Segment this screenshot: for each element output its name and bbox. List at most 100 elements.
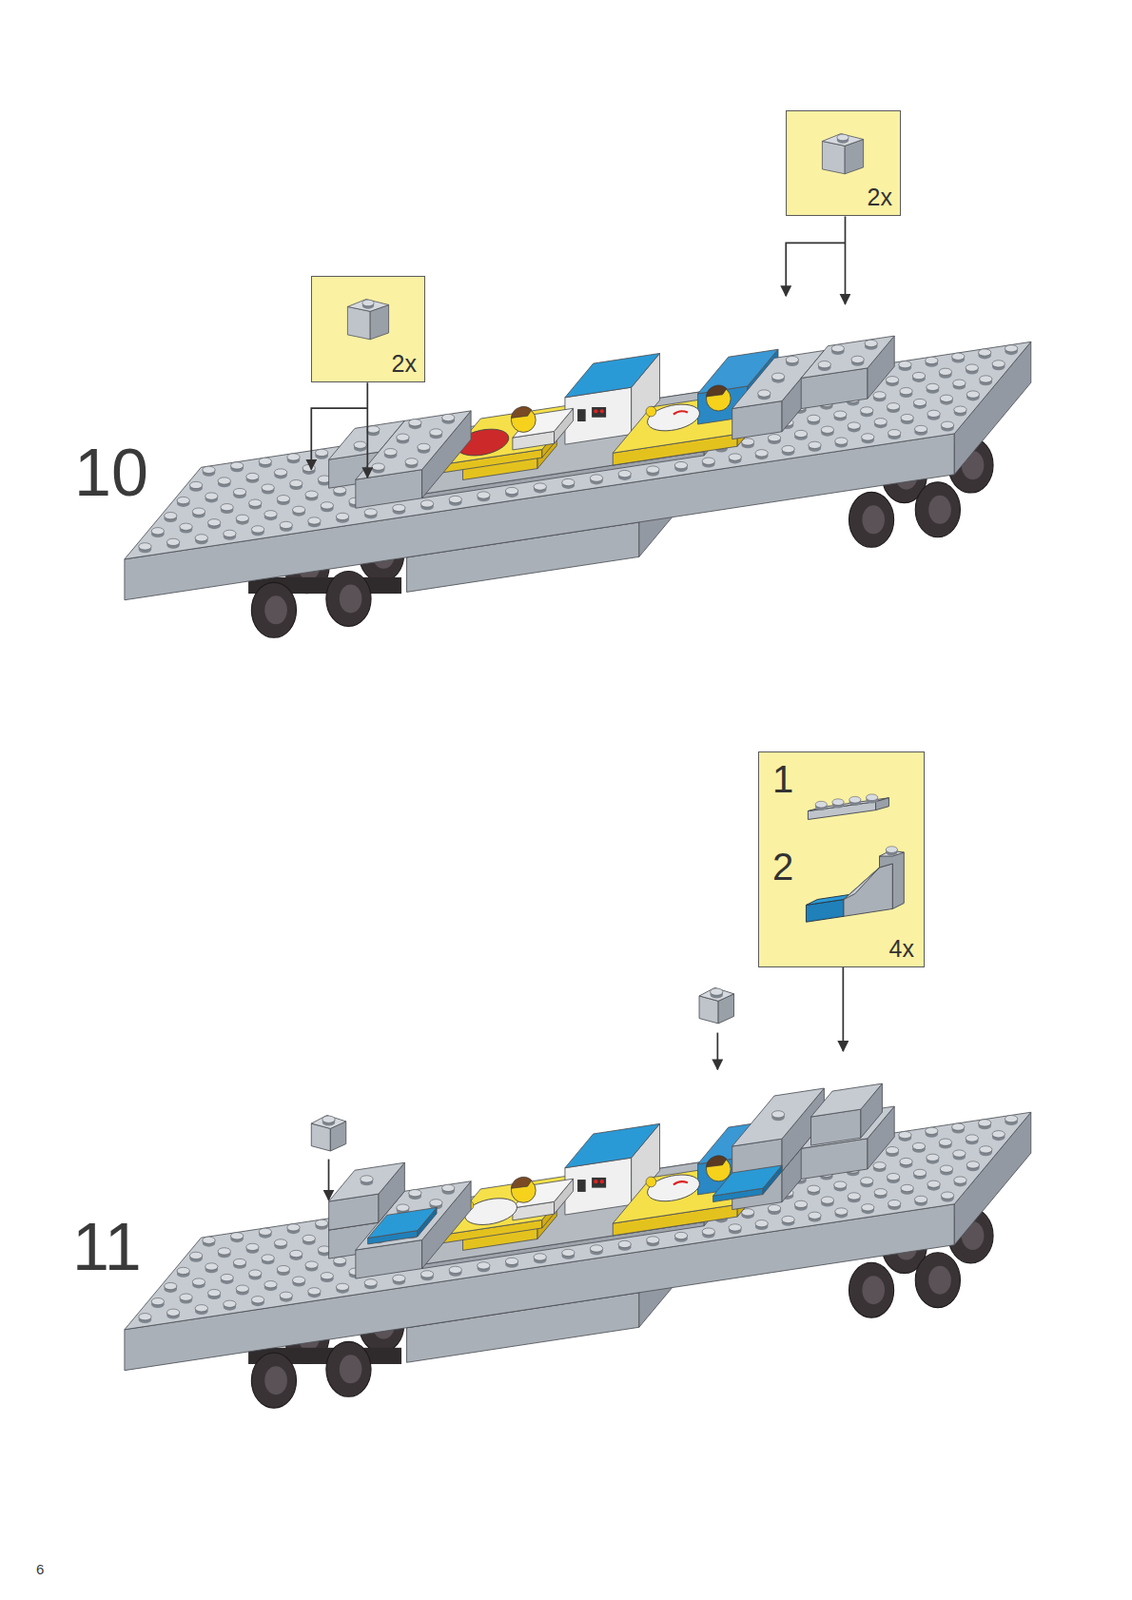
stud-top (258, 1228, 272, 1235)
stud-top (849, 796, 861, 803)
stud-top (860, 1177, 874, 1185)
stud-top (235, 514, 249, 522)
callout-box: 2x (785, 110, 901, 216)
stud-top (292, 506, 306, 513)
stud-top (202, 466, 215, 473)
console-top (565, 352, 661, 397)
stud-top (364, 1279, 377, 1287)
stud-top (965, 1134, 978, 1142)
slope-top (329, 1162, 406, 1202)
stud-top (360, 1175, 373, 1183)
stud-top (767, 1204, 781, 1211)
stud-top (835, 437, 848, 445)
stud-top (302, 464, 315, 471)
stud-top (273, 468, 287, 476)
stud-top (392, 504, 406, 511)
stud-top (927, 1180, 940, 1188)
wheel-hub (339, 1354, 363, 1384)
stud-top (954, 1176, 967, 1184)
stud-top (589, 1245, 603, 1252)
stud-top (276, 495, 290, 503)
stud-top (367, 426, 380, 433)
stud-top (874, 1189, 887, 1196)
stud-top (290, 479, 303, 487)
wheel-hub (264, 1366, 288, 1395)
console-light (600, 1179, 605, 1184)
stud-top (151, 527, 164, 535)
stud-top (333, 487, 347, 494)
stud-top (320, 1272, 333, 1280)
stud-top (873, 1162, 886, 1170)
wheel (848, 491, 894, 547)
stud-top (898, 361, 912, 369)
callout-arrow (785, 242, 845, 296)
stud-top (728, 453, 742, 461)
stud-top (273, 1239, 287, 1247)
stud-top (205, 492, 218, 500)
stud-top (409, 1190, 422, 1197)
quantity-label: 2x (867, 185, 893, 210)
stud-top (220, 504, 234, 511)
stud-top (405, 458, 418, 466)
stud-top (249, 499, 262, 507)
stud-top (448, 1266, 462, 1273)
stud-top (885, 376, 898, 384)
stud-top (646, 466, 660, 473)
stud-top (371, 463, 385, 470)
stud-top (953, 379, 966, 387)
stud-top (396, 433, 410, 441)
callout-arrow (366, 382, 369, 478)
stud-top (409, 419, 422, 427)
stud-top (938, 368, 952, 375)
stud-top (420, 500, 433, 508)
stud-top (785, 355, 799, 363)
stud-top (914, 1195, 927, 1203)
stud-top (362, 299, 374, 307)
minifig-hair (705, 385, 726, 397)
stud-top (952, 1123, 965, 1131)
stud-top (978, 349, 992, 356)
stud-top (217, 477, 231, 485)
stud-top (966, 390, 979, 398)
console-light (593, 1179, 598, 1184)
stud-top (189, 1251, 202, 1259)
slope-face (843, 863, 893, 917)
stud-top (807, 414, 820, 422)
stud-top (335, 512, 349, 520)
stud-top (728, 1224, 742, 1231)
stud-top (886, 403, 899, 410)
stud-top (477, 491, 490, 499)
stud-top (864, 339, 878, 347)
stud-top (305, 1261, 318, 1269)
stud-top (1004, 1115, 1017, 1123)
stud-top (533, 1253, 547, 1261)
callout-arrows (311, 215, 845, 1200)
stud-top (448, 495, 462, 503)
stud-top (335, 1283, 349, 1290)
stud-top (965, 364, 978, 371)
stud-top (392, 1274, 406, 1282)
stud-top (873, 391, 886, 399)
stud-top (914, 425, 927, 432)
train-car (124, 1083, 1032, 1408)
stud-top (189, 481, 202, 488)
stud-top (164, 1282, 177, 1289)
stud-top (771, 372, 784, 380)
stud-top (755, 1220, 768, 1228)
wheel (915, 482, 960, 538)
stud-top (702, 1228, 715, 1235)
stud-top (333, 1256, 347, 1264)
stud-top (246, 1243, 259, 1250)
stud-top (315, 448, 329, 456)
stud-top (205, 1263, 218, 1270)
stud-top (927, 409, 940, 417)
stud-top (865, 794, 878, 801)
stud-top (953, 1150, 966, 1157)
wheel (251, 1352, 296, 1408)
stud-top (925, 1127, 938, 1134)
brick-top (699, 987, 734, 1001)
stud-top (217, 1248, 231, 1255)
stud-top (815, 800, 827, 808)
slope-top (811, 1083, 883, 1117)
stud-top (913, 398, 926, 406)
